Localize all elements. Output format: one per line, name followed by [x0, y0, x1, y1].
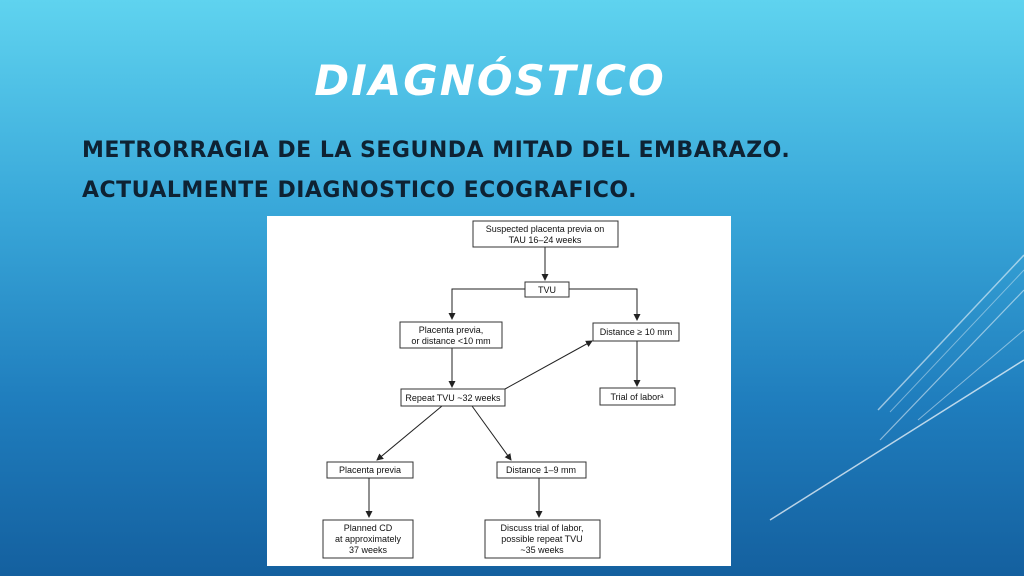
svg-text:TAU 16–24 weeks: TAU 16–24 weeks	[509, 235, 582, 245]
svg-text:Discuss trial of labor,: Discuss trial of labor,	[500, 523, 583, 533]
node-repeat-tvu: Repeat TVU ~32 weeks	[400, 388, 506, 407]
flowchart: Suspected placenta previa on TAU 16–24 w…	[322, 220, 680, 559]
svg-text:Repeat TVU ~32 weeks: Repeat TVU ~32 weeks	[405, 393, 501, 403]
arrow-repeat-dist	[504, 340, 593, 390]
svg-text:37 weeks: 37 weeks	[349, 545, 388, 555]
svg-text:~35 weeks: ~35 weeks	[520, 545, 564, 555]
arrow-repeat-dist19	[471, 405, 512, 461]
node-planned-cd: Planned CD at approximately 37 weeks	[322, 519, 414, 559]
node-trial-of-labor: Trial of laborᵃ	[599, 387, 676, 406]
bullet-2: Actualmente diagnostico ecografico.	[82, 178, 637, 203]
svg-text:or distance <10 mm: or distance <10 mm	[411, 336, 490, 346]
svg-text:Trial of laborᵃ: Trial of laborᵃ	[610, 392, 664, 402]
slide-title: Diagnóstico	[314, 56, 666, 105]
svg-text:Distance ≥ 10 mm: Distance ≥ 10 mm	[600, 327, 672, 337]
connectors	[365, 247, 641, 518]
node-placenta-previa-or-distance: Placenta previa, or distance <10 mm	[399, 321, 503, 349]
arrow-repeat-pp	[376, 405, 443, 461]
svg-text:at approximately: at approximately	[335, 534, 402, 544]
arrow-tvu-left	[448, 288, 525, 320]
arrow-tvu-right	[569, 288, 641, 321]
flowchart-panel: Suspected placenta previa on TAU 16–24 w…	[267, 216, 731, 566]
node-placenta-previa: Placenta previa	[326, 461, 414, 479]
svg-text:TVU: TVU	[538, 285, 556, 295]
node-start: Suspected placenta previa on TAU 16–24 w…	[472, 220, 619, 248]
svg-text:Placenta previa,: Placenta previa,	[419, 325, 484, 335]
svg-text:Suspected placenta previa on: Suspected placenta previa on	[486, 224, 605, 234]
bullet-1: Metrorragia de la segunda mitad del emba…	[82, 138, 791, 163]
svg-text:Placenta previa: Placenta previa	[339, 465, 401, 475]
svg-text:possible repeat TVU: possible repeat TVU	[501, 534, 582, 544]
svg-text:Planned CD: Planned CD	[344, 523, 393, 533]
svg-text:Distance 1–9 mm: Distance 1–9 mm	[506, 465, 576, 475]
node-discuss-trial: Discuss trial of labor, possible repeat …	[484, 519, 601, 559]
node-tvu: TVU	[524, 281, 570, 298]
node-distance-1-9: Distance 1–9 mm	[496, 461, 587, 479]
node-distance-ge-10: Distance ≥ 10 mm	[592, 322, 680, 342]
